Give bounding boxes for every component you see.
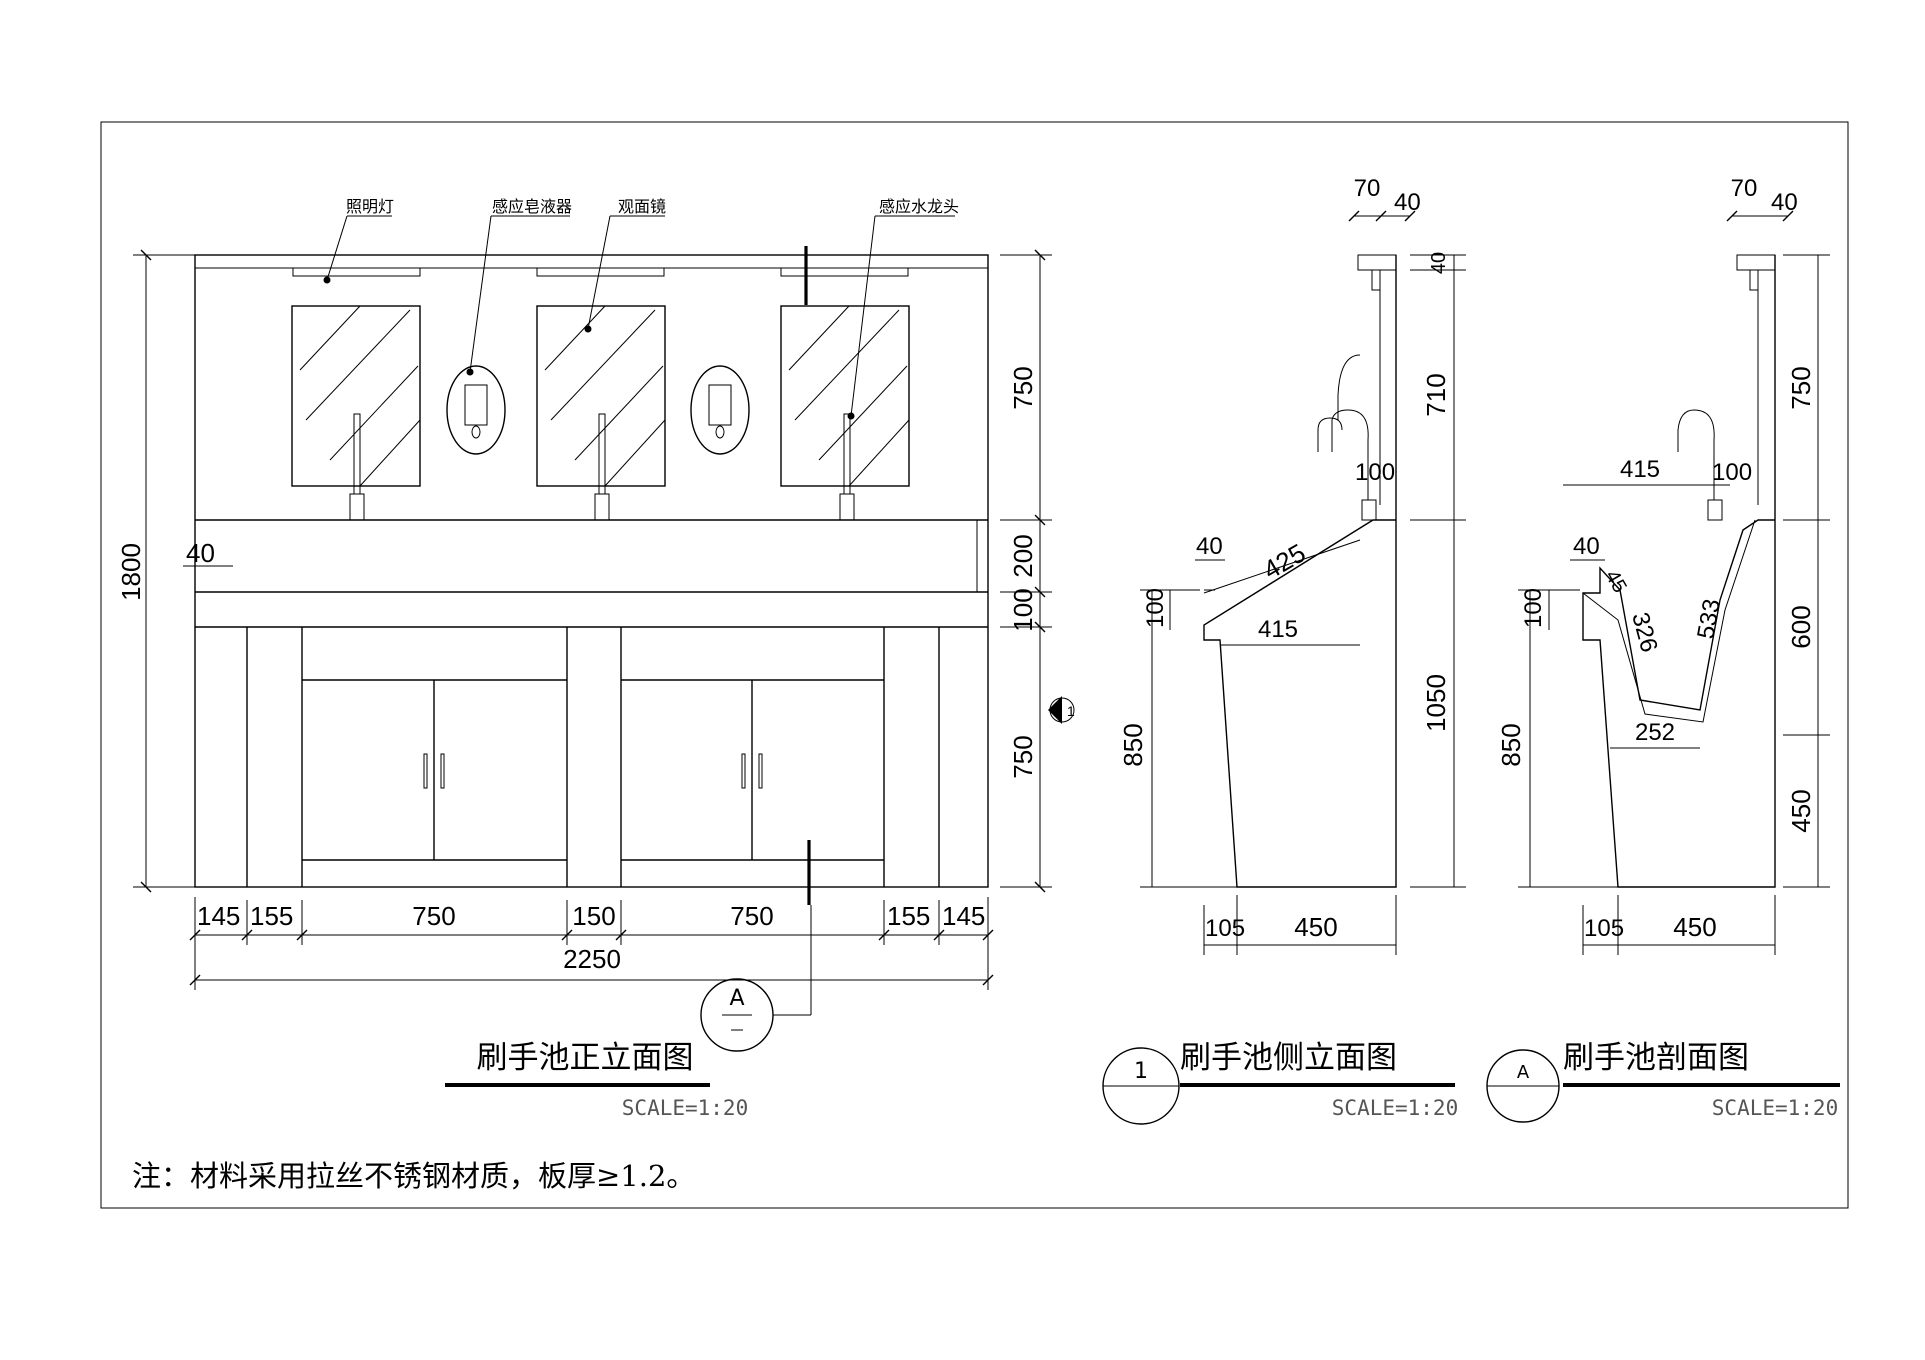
front-elevation: A 1 照明灯 感应皂液器 观面镜 感应水龙头 1800 40 bbox=[116, 197, 1075, 1120]
section-view-title: 刷手池剖面图 bbox=[1563, 1040, 1749, 1076]
section-dim-105: 105 bbox=[1584, 915, 1624, 942]
section-callout-letter: A bbox=[729, 986, 744, 1011]
side-dim-105: 105 bbox=[1205, 915, 1245, 942]
side-dim-40: 40 bbox=[1428, 252, 1450, 274]
front-view-scale: SCALE=1:20 bbox=[622, 1096, 748, 1120]
side-dim-top-40: 40 bbox=[1394, 189, 1421, 216]
dim-counter-100: 100 bbox=[1008, 588, 1038, 631]
section-dim-450b: 450 bbox=[1673, 912, 1716, 942]
side-dim-850: 850 bbox=[1118, 723, 1148, 766]
section-dim-326: 326 bbox=[1626, 610, 1662, 656]
faucets bbox=[349, 413, 855, 521]
dim-w-750-left: 750 bbox=[412, 901, 455, 931]
dim-w-750-right: 750 bbox=[730, 901, 773, 931]
section-dim-100-top: 100 bbox=[1712, 459, 1752, 486]
label-light: 照明灯 bbox=[346, 197, 394, 216]
section-view: 70 40 750 600 450 850 100 415 100 40 45 … bbox=[1486, 175, 1840, 1123]
light-fixtures bbox=[292, 267, 909, 277]
label-faucet: 感应水龙头 bbox=[879, 197, 959, 216]
side-dim-top-70: 70 bbox=[1354, 175, 1381, 202]
callout-leaders bbox=[323, 215, 955, 420]
mirrors bbox=[291, 305, 910, 487]
section-dim-top-70: 70 bbox=[1731, 175, 1758, 202]
side-dim-100-top: 100 bbox=[1355, 459, 1395, 486]
dim-splash-200: 200 bbox=[1008, 534, 1038, 577]
side-dim-40b: 40 bbox=[1196, 533, 1223, 560]
soap-dispensers bbox=[446, 365, 750, 455]
section-tag: A bbox=[1517, 1062, 1530, 1083]
label-soap-dispenser: 感应皂液器 bbox=[492, 197, 572, 216]
front-view-title: 刷手池正立面图 bbox=[477, 1040, 694, 1076]
section-dim-415: 415 bbox=[1620, 456, 1660, 483]
side-view-title: 刷手池侧立面图 bbox=[1180, 1040, 1397, 1076]
dim-w-155-right: 155 bbox=[887, 901, 930, 931]
dim-w-155-left: 155 bbox=[250, 901, 293, 931]
dim-cabinet-750: 750 bbox=[1008, 735, 1038, 778]
dim-w-145-right: 145 bbox=[942, 901, 985, 931]
label-mirror: 观面镜 bbox=[618, 197, 666, 216]
side-dim-100: 100 bbox=[1142, 588, 1169, 628]
dim-w-150: 150 bbox=[572, 901, 615, 931]
dim-w-145-left: 145 bbox=[197, 901, 240, 931]
dim-total-height: 1800 bbox=[116, 543, 146, 601]
dim-total-width: 2250 bbox=[563, 944, 621, 974]
section-dim-850: 850 bbox=[1496, 723, 1526, 766]
section-dim-533: 533 bbox=[1692, 597, 1726, 641]
dim-upper-750: 750 bbox=[1008, 366, 1038, 409]
dim-edge-40: 40 bbox=[186, 538, 215, 568]
side-dim-415: 415 bbox=[1258, 616, 1298, 643]
side-dim-1050: 1050 bbox=[1421, 674, 1451, 732]
side-dim-450: 450 bbox=[1294, 912, 1337, 942]
section-dim-252: 252 bbox=[1635, 719, 1675, 746]
section-dim-450: 450 bbox=[1786, 789, 1816, 832]
side-view-scale: SCALE=1:20 bbox=[1332, 1096, 1458, 1120]
side-dim-710: 710 bbox=[1421, 373, 1451, 416]
section-dim-45: 45 bbox=[1601, 567, 1631, 597]
section-dim-40: 40 bbox=[1573, 533, 1600, 560]
side-dim-425: 425 bbox=[1258, 538, 1311, 586]
side-elevation: 70 40 40 710 1050 850 100 40 425 415 100… bbox=[1102, 175, 1466, 1125]
side-view-tag: 1 bbox=[1134, 1059, 1148, 1084]
side-view-marker-number: 1 bbox=[1067, 703, 1075, 719]
sheet-border bbox=[100, 121, 1849, 1209]
material-note: 注：材料采用拉丝不锈钢材质，板厚≥1.2。 bbox=[132, 1159, 695, 1193]
section-view-scale: SCALE=1:20 bbox=[1712, 1096, 1838, 1120]
section-dim-top-40: 40 bbox=[1771, 189, 1798, 216]
section-dim-100: 100 bbox=[1520, 588, 1547, 628]
cabinets bbox=[246, 627, 940, 887]
section-dim-600: 600 bbox=[1786, 605, 1816, 648]
section-dim-750: 750 bbox=[1786, 366, 1816, 409]
front-outline bbox=[194, 254, 989, 888]
